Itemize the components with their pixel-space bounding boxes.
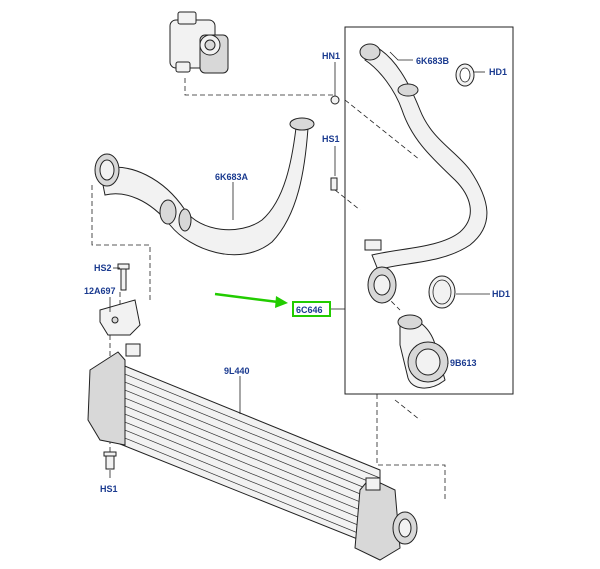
- throttle-body-part: [169, 11, 229, 74]
- callouts: HN1 HD1 6K683B HS1 6K683A HS2 12A697 HD1…: [84, 51, 510, 494]
- intercooler-9l440-part: [87, 343, 418, 561]
- callout-hd1-top: HD1: [489, 67, 507, 77]
- bolt-hn1-part: [330, 95, 340, 105]
- hose-6k683a-part: [94, 117, 315, 256]
- fitting-in-box-part: [364, 239, 382, 251]
- callout-9b613: 9B613: [450, 358, 477, 368]
- callout-hs1-bottom: HS1: [100, 484, 118, 494]
- leader-lines: [109, 51, 490, 478]
- highlighted-part-callout: 6C646: [292, 301, 331, 317]
- callout-6k683a: 6K683A: [215, 172, 249, 182]
- hose-9b613-part: [397, 314, 449, 389]
- assembly-group-frame: [344, 26, 514, 395]
- highlight-arrow: [214, 292, 288, 308]
- bolt-hs1-bottom-part: [103, 451, 117, 470]
- callout-12a697: 12A697: [84, 286, 116, 296]
- callout-9l440: 9L440: [224, 366, 250, 376]
- clamp-hd1-top-part: [455, 63, 475, 87]
- bracket-12a697-part: [99, 299, 141, 336]
- clamp-hd1-lower-part: [428, 275, 456, 309]
- callout-hn1: HN1: [322, 51, 340, 61]
- highlight-box: [292, 301, 331, 317]
- callout-hd1-lower: HD1: [492, 289, 510, 299]
- callout-hs2: HS2: [94, 263, 112, 273]
- intercooler-fins: [109, 367, 381, 543]
- callout-6c646: 6C646: [296, 305, 323, 315]
- hose-6k683b-part: [359, 43, 488, 304]
- callout-hs1-top: HS1: [322, 134, 340, 144]
- bolt-hs1-top-part: [330, 177, 338, 191]
- callout-6k683b: 6K683B: [416, 56, 450, 66]
- bolt-hs2-part: [117, 263, 130, 291]
